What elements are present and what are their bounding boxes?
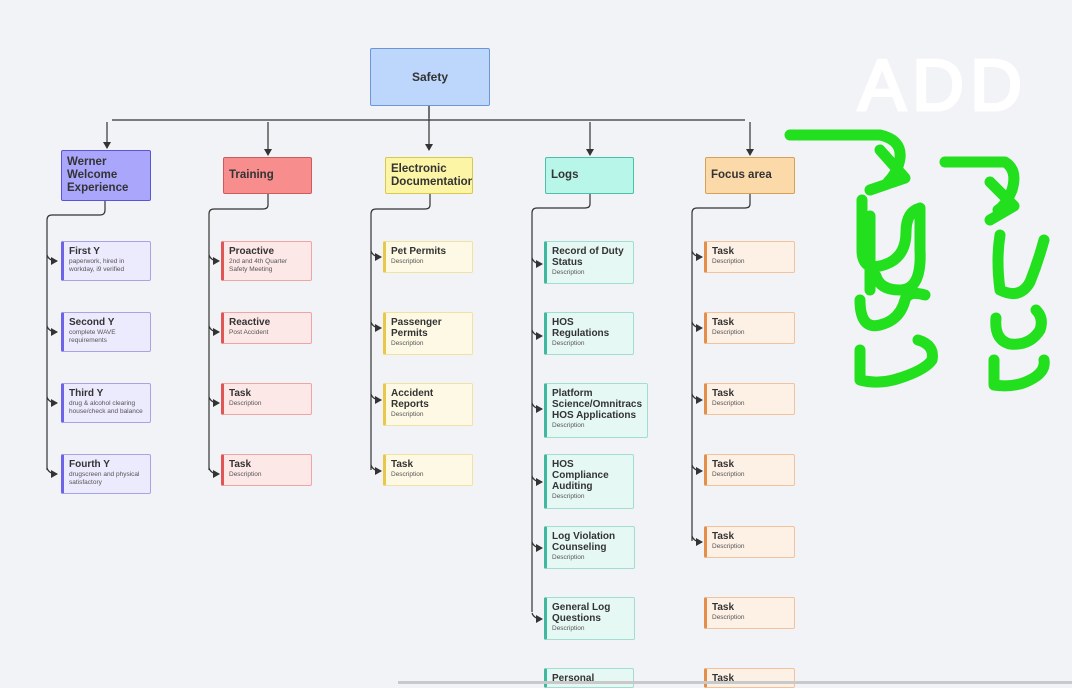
column-heading-1[interactable]: Training xyxy=(223,157,312,194)
branch-arrows xyxy=(46,250,703,623)
task-card-description: Description xyxy=(391,340,424,347)
task-card-title: Personal xyxy=(552,673,595,684)
task-card-description: complete WAVE requirements xyxy=(69,329,116,344)
task-card-title: Task xyxy=(229,388,252,399)
column-heading-label: Logs xyxy=(551,169,579,181)
task-card[interactable]: Personal xyxy=(544,668,634,688)
task-card-description: Description xyxy=(229,400,262,407)
task-card-title: First Y xyxy=(69,246,100,257)
task-card-title: Fourth Y xyxy=(69,459,110,470)
task-card-description: paperwork, hired in workday, i9 verified xyxy=(69,258,125,273)
task-card-title: Platform Science/Omnitracs HOS Applicati… xyxy=(552,388,643,421)
task-card-description: Description xyxy=(552,269,585,276)
root-node-safety[interactable]: Safety xyxy=(370,48,490,106)
task-card-title: Task xyxy=(712,602,735,613)
task-card-description: Description xyxy=(712,471,745,478)
column-heading-0[interactable]: Werner Welcome Experience xyxy=(61,150,151,201)
task-card-title: Task xyxy=(391,459,414,470)
task-card-title: HOS Compliance Auditing xyxy=(552,459,609,492)
task-card[interactable]: Task xyxy=(704,668,795,688)
horizontal-scrollbar[interactable] xyxy=(398,681,1072,684)
task-card-description: Description xyxy=(712,400,745,407)
task-card-title: Task xyxy=(712,531,735,542)
task-card-description: Description xyxy=(229,471,262,478)
column-heading-3[interactable]: Logs xyxy=(545,157,634,194)
task-card-title: Reactive xyxy=(229,317,271,328)
handwritten-add-annotation: ADD xyxy=(784,45,1050,392)
column-heading-label: Electronic Documentation xyxy=(391,162,473,188)
column-heading-label: Focus area xyxy=(711,169,772,181)
task-card-description: Description xyxy=(391,471,424,478)
task-card-description: Description xyxy=(552,493,585,500)
task-card-description: Description xyxy=(552,422,585,429)
task-card-description: Description xyxy=(552,554,585,561)
task-card-title: Record of Duty Status xyxy=(552,246,624,268)
task-card-description: Description xyxy=(712,258,745,265)
task-card-description: Description xyxy=(391,258,424,265)
task-card-title: Passenger Permits xyxy=(391,317,442,339)
task-card-description: Description xyxy=(712,543,745,550)
task-card-description: Description xyxy=(552,625,585,632)
task-card-title: Third Y xyxy=(69,388,104,399)
task-card-title: Second Y xyxy=(69,317,115,328)
task-card-description: drug & alcohol clearing house/check and … xyxy=(69,400,143,415)
root-connectors xyxy=(103,104,754,156)
task-card-title: Log Violation Counseling xyxy=(552,531,616,553)
task-card-title: Pet Permits xyxy=(391,246,447,257)
task-card-title: Task xyxy=(712,317,735,328)
column-heading-4[interactable]: Focus area xyxy=(705,157,795,194)
column-connectors xyxy=(46,194,751,612)
task-card-description: Description xyxy=(712,614,745,621)
task-card-title: Task xyxy=(712,388,735,399)
task-card-description: Post Accident xyxy=(229,329,269,336)
task-card-description: Description xyxy=(552,340,585,347)
task-card-description: Description xyxy=(712,329,745,336)
task-card-description: drugscreen and physical satisfactory xyxy=(69,471,140,486)
column-heading-label: Training xyxy=(229,169,274,181)
annotation-text: ADD xyxy=(858,46,1028,126)
task-card-title: Task xyxy=(712,673,735,684)
task-card-title: HOS Regulations xyxy=(552,317,610,339)
task-card-title: General Log Questions xyxy=(552,602,611,624)
column-heading-2[interactable]: Electronic Documentation xyxy=(385,157,473,194)
task-card-title: Accident Reports xyxy=(391,388,434,410)
task-card-title: Proactive xyxy=(229,246,275,257)
column-heading-label: Werner Welcome Experience xyxy=(67,156,129,194)
task-card-title: Task xyxy=(712,246,735,257)
task-card[interactable]: Platform Science/Omnitracs HOS Applicati… xyxy=(544,383,648,438)
task-card-title: Task xyxy=(229,459,252,470)
task-card-description: Description xyxy=(391,411,424,418)
task-card-title: Task xyxy=(712,459,735,470)
task-card-description: 2nd and 4th Quarter Safety Meeting xyxy=(229,258,288,273)
